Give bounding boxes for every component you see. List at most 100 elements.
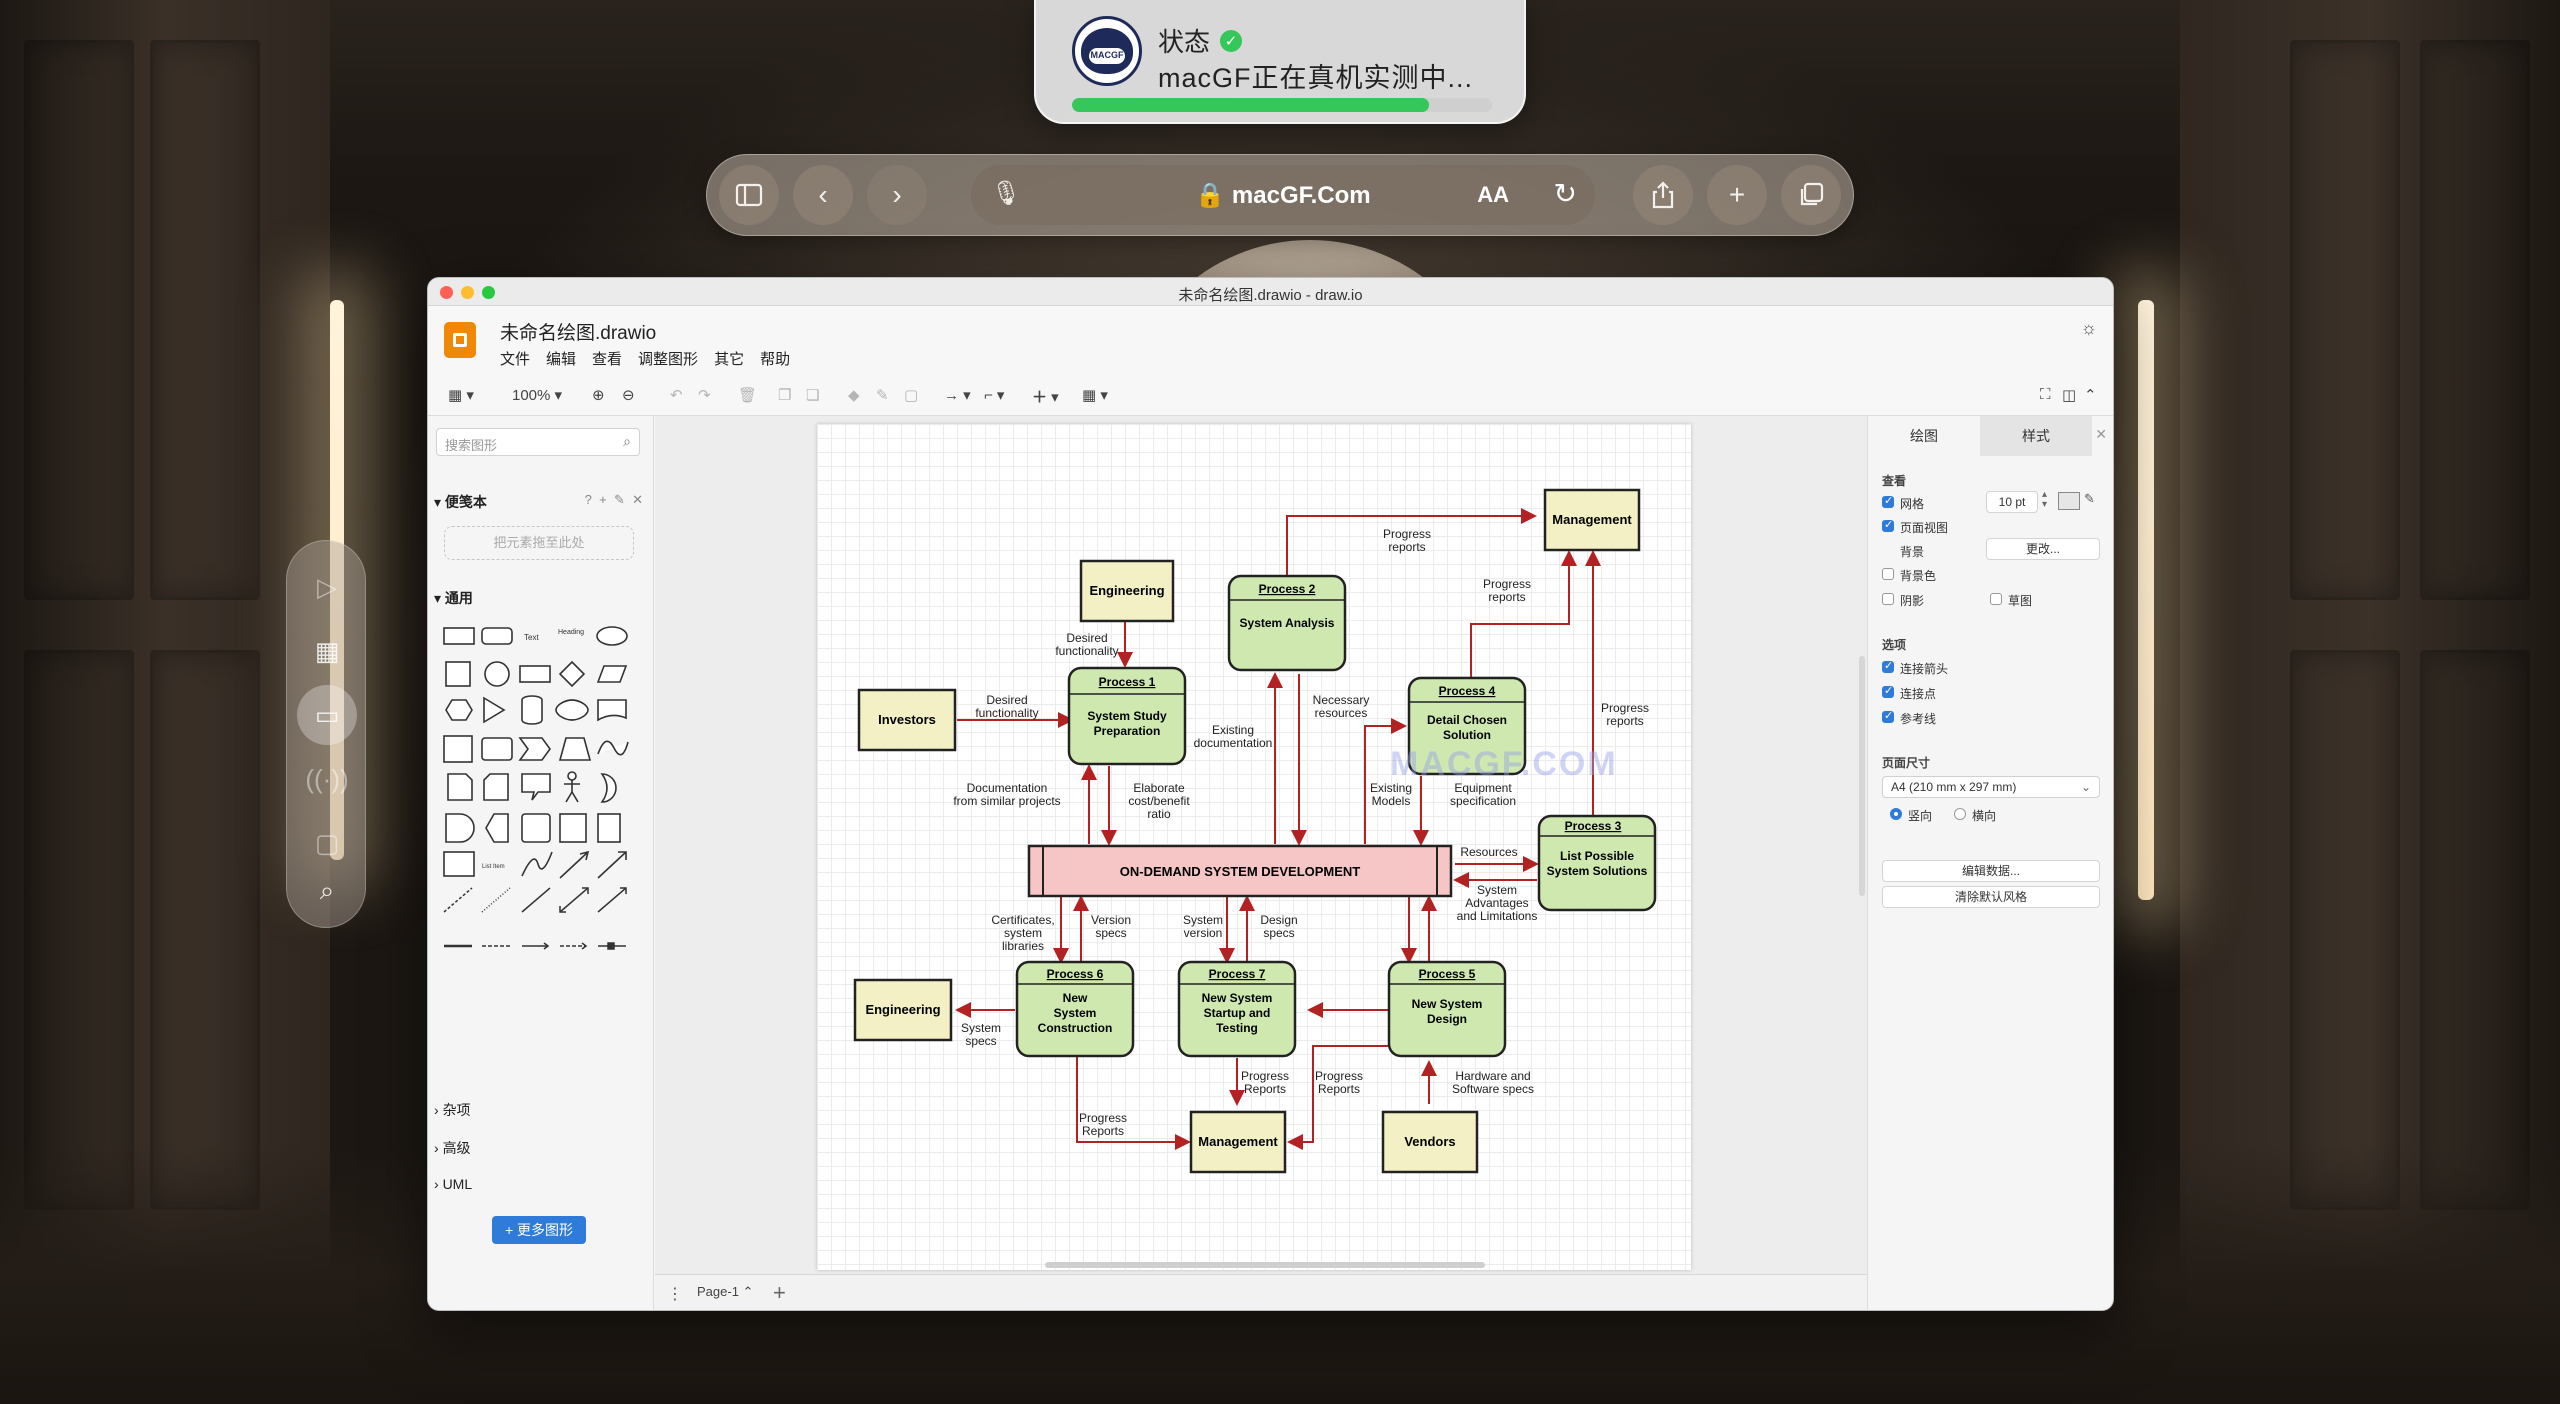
fill-color-icon[interactable]: ◆ bbox=[848, 387, 860, 404]
grid-size-input[interactable]: 10 pt bbox=[1986, 491, 2038, 513]
menu-item-3[interactable]: 调整图形 bbox=[638, 351, 699, 368]
edit-icon[interactable]: ✎ bbox=[613, 492, 625, 507]
portrait-radio[interactable] bbox=[1890, 808, 1902, 820]
shapes-panel: 搜索图形 ⌕ ▾ 便笺本 ? + ✎ ✕ 把元素拖至此处 ▾ 通用 bbox=[428, 416, 654, 1310]
share-button[interactable] bbox=[1633, 165, 1693, 225]
search-button[interactable]: ⌕ bbox=[297, 861, 357, 921]
scratchpad-header[interactable]: ▾ 便笺本 bbox=[434, 494, 487, 510]
clear-default-style-button[interactable]: 清除默认风格 bbox=[1882, 886, 2100, 908]
close-icon[interactable]: ✕ bbox=[2095, 426, 2107, 442]
split-view-icon[interactable]: ◫ bbox=[2062, 387, 2077, 404]
new-tab-button[interactable]: + bbox=[1707, 165, 1767, 225]
microphone-icon[interactable]: 🎙 bbox=[991, 180, 1022, 207]
play-icon: ▷ bbox=[317, 571, 337, 602]
play-button[interactable]: ▷ bbox=[297, 557, 357, 617]
file-name[interactable]: 未命名绘图.drawio bbox=[500, 323, 657, 344]
general-header[interactable]: ▾ 通用 bbox=[434, 590, 473, 606]
portrait-label: 竖向 bbox=[1908, 809, 1933, 823]
sidebar-toggle-button[interactable] bbox=[719, 165, 779, 225]
apps-button[interactable]: ▦ bbox=[297, 621, 357, 681]
svg-text:System: System bbox=[1183, 913, 1223, 927]
waypoints-icon[interactable]: ⌐ ▾ bbox=[984, 387, 1005, 404]
data-flow-diagram[interactable]: Engineering Investors Management Enginee… bbox=[817, 424, 1691, 1270]
page-view-checkbox[interactable] bbox=[1882, 518, 1894, 532]
diagram-page[interactable]: Engineering Investors Management Enginee… bbox=[817, 424, 1691, 1270]
insert-icon[interactable]: ＋ ▾ bbox=[1032, 389, 1059, 406]
guides-checkbox[interactable] bbox=[1882, 709, 1894, 723]
connection-icon[interactable]: → ▾ bbox=[944, 387, 971, 404]
tabs-overview-button[interactable] bbox=[1781, 165, 1841, 225]
fullscreen-icon[interactable]: ⛶ bbox=[2040, 386, 2051, 403]
check-icon: ✓ bbox=[1220, 29, 1243, 52]
theme-icon[interactable]: ☼ bbox=[2080, 318, 2098, 338]
page-tab[interactable]: Page-1 ⌃ bbox=[697, 1284, 754, 1299]
menu-item-1[interactable]: 编辑 bbox=[546, 351, 577, 368]
scratchpad-dropzone[interactable]: 把元素拖至此处 bbox=[444, 526, 634, 560]
undo-icon[interactable]: ↶ bbox=[670, 387, 683, 404]
text-size-button[interactable]: AA bbox=[1477, 182, 1509, 207]
plus-icon[interactable]: + bbox=[599, 492, 607, 507]
tab-style[interactable]: 样式 bbox=[1980, 416, 2092, 456]
menu-item-4[interactable]: 其它 bbox=[714, 351, 745, 368]
shape-search-input[interactable]: 搜索图形 ⌕ bbox=[436, 428, 640, 456]
screen-share-button[interactable]: ▭ bbox=[297, 685, 357, 745]
grid-checkbox[interactable] bbox=[1882, 494, 1894, 508]
connector-shapes-grid[interactable] bbox=[442, 884, 642, 964]
grid-color-swatch[interactable] bbox=[2058, 492, 2080, 510]
vertical-scrollbar[interactable] bbox=[1859, 656, 1865, 896]
svg-text:Necessary: Necessary bbox=[1313, 693, 1370, 707]
advanced-section[interactable]: › 高级 bbox=[434, 1140, 471, 1156]
horizontal-scrollbar[interactable] bbox=[1045, 1262, 1485, 1268]
zoom-out-icon[interactable]: ⊖ bbox=[622, 387, 635, 404]
forward-button[interactable]: › bbox=[867, 165, 927, 225]
svg-text:Process 6: Process 6 bbox=[1047, 967, 1104, 981]
connection-arrows-checkbox[interactable] bbox=[1882, 659, 1894, 673]
sketch-checkbox[interactable] bbox=[1990, 593, 2002, 605]
svg-text:version: version bbox=[1184, 926, 1223, 940]
page-size-select[interactable]: A4 (210 mm x 297 mm)⌄ bbox=[1882, 776, 2100, 798]
table-icon[interactable]: ▦ ▾ bbox=[1082, 387, 1108, 404]
format-panel-icon[interactable]: ▦ ▾ bbox=[448, 387, 474, 404]
pages-menu-icon[interactable]: ⋮ bbox=[667, 1286, 683, 1303]
diagram-canvas[interactable]: Engineering Investors Management Enginee… bbox=[655, 416, 1867, 1274]
line-color-icon[interactable]: ✎ bbox=[876, 387, 889, 404]
shadow-icon[interactable]: ▢ bbox=[904, 387, 919, 404]
misc-section[interactable]: › 杂项 bbox=[434, 1102, 471, 1118]
minimize-window-button[interactable] bbox=[461, 286, 474, 299]
collapse-icon[interactable]: ⌃ bbox=[2084, 387, 2097, 404]
zoom-in-icon[interactable]: ⊕ bbox=[592, 387, 605, 404]
more-shapes-button[interactable]: + 更多图形 bbox=[492, 1216, 586, 1244]
background-color-checkbox[interactable] bbox=[1882, 568, 1894, 580]
to-back-icon[interactable]: ❏ bbox=[806, 387, 820, 404]
shadow-checkbox[interactable] bbox=[1882, 593, 1894, 605]
close-window-button[interactable] bbox=[440, 286, 453, 299]
help-icon[interactable]: ? bbox=[584, 492, 592, 507]
add-page-icon[interactable]: + bbox=[773, 1280, 786, 1305]
connection-points-checkbox[interactable] bbox=[1882, 684, 1894, 698]
landscape-radio[interactable] bbox=[1954, 808, 1966, 820]
reload-icon[interactable]: ↻ bbox=[1553, 178, 1577, 209]
menu-item-5[interactable]: 帮助 bbox=[760, 351, 791, 368]
svg-text:Advantages: Advantages bbox=[1465, 896, 1528, 910]
broadcast-button[interactable]: ((·)) bbox=[297, 749, 357, 809]
redo-icon[interactable]: ↷ bbox=[698, 387, 711, 404]
browser-toolbar: ‹ › 🎙 🔒 macGF.Com AA ↻ + bbox=[706, 154, 1854, 236]
edit-data-button[interactable]: 编辑数据... bbox=[1882, 860, 2100, 882]
change-background-button[interactable]: 更改... bbox=[1986, 538, 2100, 560]
back-button[interactable]: ‹ bbox=[793, 165, 853, 225]
menu-item-2[interactable]: 查看 bbox=[592, 351, 623, 368]
tab-diagram[interactable]: 绘图 bbox=[1868, 416, 1980, 456]
address-bar[interactable]: 🎙 🔒 macGF.Com AA ↻ bbox=[971, 165, 1595, 225]
svg-text:Startup and: Startup and bbox=[1204, 1006, 1271, 1020]
general-shapes-grid[interactable]: Text Heading List Item bbox=[442, 620, 642, 920]
delete-icon[interactable]: 🗑 bbox=[738, 387, 758, 404]
menu-item-0[interactable]: 文件 bbox=[500, 351, 531, 368]
uml-section[interactable]: › UML bbox=[434, 1176, 473, 1192]
to-front-icon[interactable]: ❐ bbox=[778, 387, 792, 404]
zoom-select[interactable]: 100% ▾ bbox=[512, 387, 563, 404]
edit-icon[interactable]: ✎ bbox=[2084, 491, 2095, 506]
grid-size-stepper[interactable]: ▴▾ bbox=[2042, 489, 2048, 510]
zoom-window-button[interactable] bbox=[482, 286, 495, 299]
store-button[interactable]: ▢ bbox=[297, 813, 357, 873]
close-icon[interactable]: ✕ bbox=[632, 492, 643, 507]
